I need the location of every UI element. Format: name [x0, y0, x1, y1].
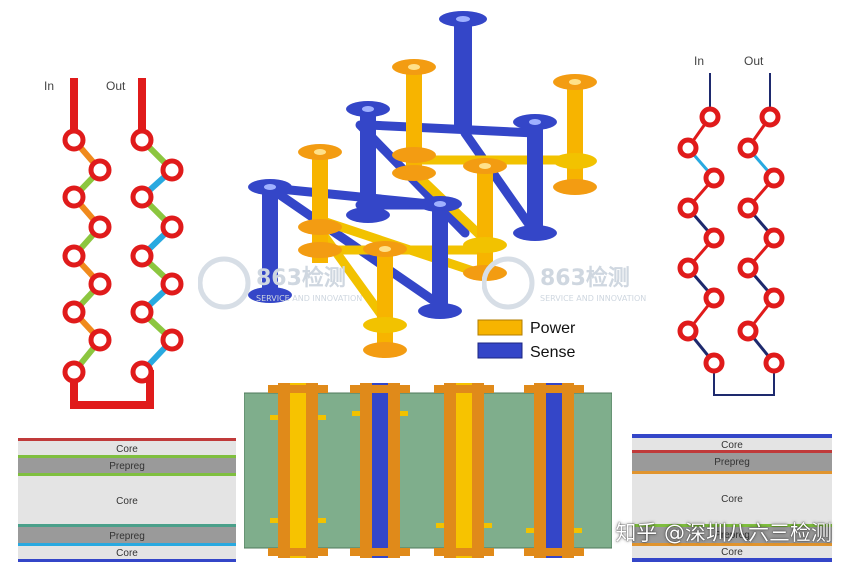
legend-power-swatch [477, 319, 523, 336]
right-stackup-svg: Core Prepreg Core Prepreg Core [632, 434, 832, 562]
inner-pads [270, 411, 582, 533]
right-stack-label-4: Prepreg [714, 530, 750, 541]
right-layer-prepreg-1 [632, 453, 832, 471]
sense-vias [248, 11, 557, 319]
watermark-logo-icon [482, 256, 535, 310]
left-out-label: Out [106, 79, 126, 93]
left-stack-label-4: Prepreg [109, 531, 145, 542]
legend: Power Sense [477, 319, 576, 361]
left-in-label: In [44, 79, 54, 93]
right-daisy-chain: In Out [650, 45, 820, 405]
right-layer-core-2 [632, 474, 832, 524]
left-layer-core-3 [18, 546, 236, 559]
right-in-label: In [694, 54, 704, 68]
left-in-lead [70, 78, 78, 140]
legend-power-label: Power [530, 320, 576, 337]
left-out-lead [138, 78, 146, 140]
watermark-logo-icon [198, 256, 251, 310]
watermark-tagline: SERVICE AND INNOVATION [540, 294, 646, 303]
right-chain-svg: In Out [677, 54, 785, 396]
left-bottom-loop [70, 370, 154, 409]
right-stack-label-1: Core [721, 440, 743, 451]
left-stack-label-1: Core [116, 444, 138, 455]
left-layer-prepreg-1 [18, 458, 236, 473]
left-layer-core-1 [18, 441, 236, 455]
watermark-right: 863检测 SERVICE AND INNOVATION [482, 255, 702, 311]
left-stack-label-2: Prepreg [109, 461, 145, 472]
left-stackup-svg: Core Prepreg Core Prepreg Core [18, 438, 236, 562]
left-stackup: Core Prepreg Core Prepreg Core [18, 438, 236, 562]
watermark-brand: 863检测 [256, 265, 346, 291]
legend-sense-label: Sense [530, 344, 575, 361]
right-stack-label-3: Core [721, 494, 743, 505]
via-3d-structure: Power Sense [240, 5, 620, 375]
watermark-left: 863检测 SERVICE AND INNOVATION [198, 255, 418, 311]
right-stack-label-2: Prepreg [714, 457, 750, 468]
left-layer-prepreg-2 [18, 527, 236, 543]
watermark-tagline: SERVICE AND INNOVATION [256, 294, 362, 303]
right-stack-label-5: Core [721, 547, 743, 558]
right-out-label: Out [744, 54, 764, 68]
right-layer-core-1 [632, 438, 832, 450]
watermark-right-svg: 863检测 SERVICE AND INNOVATION [482, 256, 646, 310]
left-layer-core-2 [18, 476, 236, 524]
source-credit: 知乎 @深圳八六三检测 [615, 521, 832, 545]
right-chain-pads [677, 106, 785, 374]
via-3d-svg: Power Sense [248, 11, 597, 361]
left-chain-pads [62, 128, 184, 384]
cross-section-vias [268, 383, 584, 558]
watermark-brand: 863检测 [540, 265, 630, 291]
right-stackup: Core Prepreg Core Prepreg Core [632, 434, 832, 562]
left-daisy-chain: In Out [30, 60, 230, 420]
watermark-left-svg: 863检测 SERVICE AND INNOVATION [198, 256, 362, 310]
right-layer-core-3 [632, 546, 832, 558]
legend-sense-swatch [477, 342, 523, 359]
power-vias [298, 59, 597, 358]
left-chain-svg: In Out [44, 78, 184, 409]
right-chain-links [686, 116, 776, 364]
cross-section-svg [244, 383, 612, 558]
board-cross-section [244, 383, 612, 558]
right-layer-prepreg-2 [632, 527, 832, 543]
left-stack-label-5: Core [116, 548, 138, 559]
left-stack-label-3: Core [116, 496, 138, 507]
